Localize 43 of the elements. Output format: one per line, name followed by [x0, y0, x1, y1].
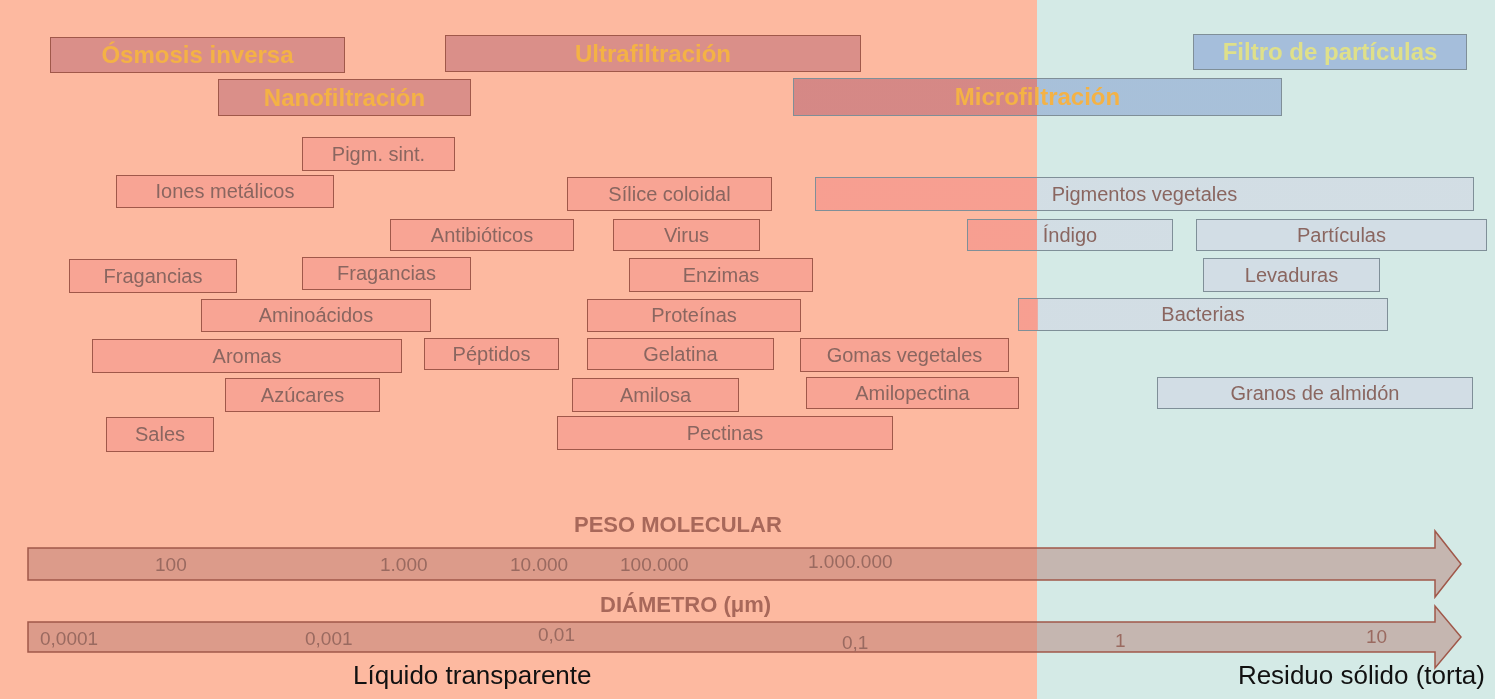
tick-label: 1.000 — [380, 554, 428, 576]
method-bar: Nanofiltración — [218, 79, 471, 116]
scale-title: PESO MOLECULAR — [574, 512, 782, 538]
size-range-bar: Sales — [106, 417, 214, 452]
method-bar: Ósmosis inversa — [50, 37, 345, 73]
tick-label: 0,1 — [842, 632, 869, 654]
method-bar: Filtro de partículas — [1193, 34, 1467, 70]
size-range-bar: Índigo — [967, 219, 1173, 251]
size-range-bar: Fragancias — [302, 257, 471, 290]
size-range-bar: Péptidos — [424, 338, 559, 370]
size-range-bar: Amilosa — [572, 378, 739, 412]
size-range-bar: Gomas vegetales — [800, 338, 1009, 372]
zone-label: Residuo sólido (torta) — [1237, 660, 1485, 691]
size-range-bar: Gelatina — [587, 338, 774, 370]
size-range-bar: Amilopectina — [806, 377, 1019, 409]
size-range-bar: Iones metálicos — [116, 175, 334, 208]
method-bar: Ultrafiltración — [445, 35, 861, 72]
size-range-bar: Levaduras — [1203, 258, 1380, 292]
size-range-bar: Enzimas — [629, 258, 813, 292]
tick-label: 0,001 — [305, 628, 353, 650]
tick-label: 100.000 — [620, 554, 689, 576]
size-range-bar: Pectinas — [557, 416, 893, 450]
size-range-bar: Fragancias — [69, 259, 237, 293]
tick-label: 0,01 — [538, 624, 575, 646]
size-range-bar: Sílice coloidal — [567, 177, 772, 211]
size-range-bar: Aminoácidos — [201, 299, 431, 332]
size-range-bar: Pigmentos vegetales — [815, 177, 1474, 211]
scale-title: DIÁMETRO (μm) — [600, 592, 772, 618]
tick-label: 1.000.000 — [808, 551, 893, 573]
size-range-bar: Aromas — [92, 339, 402, 373]
size-range-bar: Granos de almidón — [1157, 377, 1473, 409]
tick-label: 10 — [1366, 626, 1388, 648]
tick-label: 0,0001 — [40, 628, 99, 650]
size-range-bar: Antibióticos — [390, 219, 574, 251]
zone-label: Líquido transparente — [353, 660, 592, 691]
tick-label: 100 — [155, 554, 187, 576]
size-range-bar: Virus — [613, 219, 760, 251]
size-range-bar: Azúcares — [225, 378, 380, 412]
tick-label: 10.000 — [510, 554, 569, 576]
size-range-bar: Proteínas — [587, 299, 801, 332]
tick-label: 1 — [1115, 630, 1126, 652]
size-range-bar: Partículas — [1196, 219, 1487, 251]
size-range-bar: Pigm. sint. — [302, 137, 455, 171]
